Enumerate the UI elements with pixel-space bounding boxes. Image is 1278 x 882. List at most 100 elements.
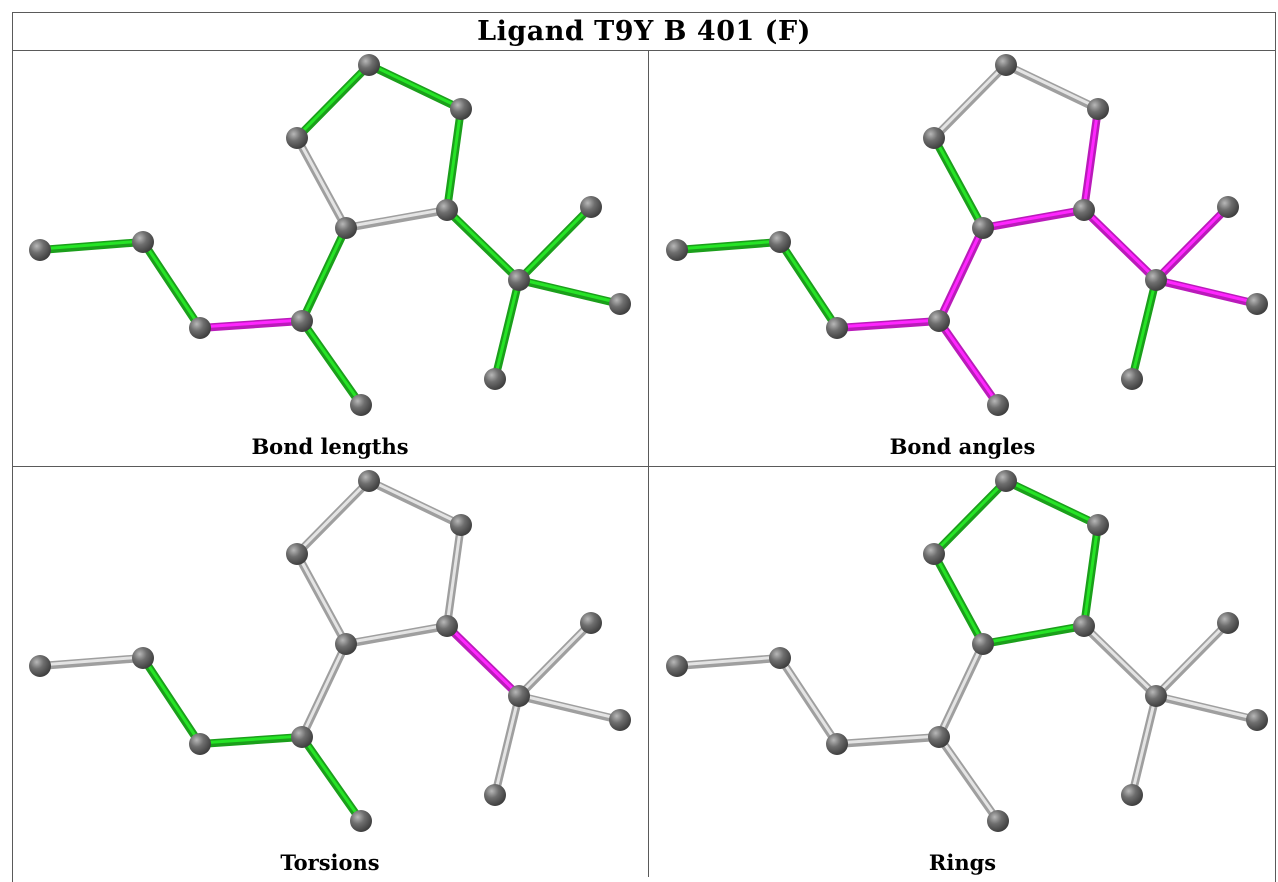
atom-0 [29, 239, 51, 261]
bond-3 [935, 733, 1002, 825]
atom-1 [769, 231, 791, 253]
atom-6 [923, 127, 945, 149]
bond-11 [1152, 619, 1232, 700]
bond-11 [515, 203, 595, 284]
atom-9 [436, 615, 458, 637]
atom-2 [189, 733, 211, 755]
bond-6 [293, 61, 373, 142]
bond-12 [1152, 276, 1261, 308]
caption-bond-angles: Bond angles [889, 434, 1036, 459]
bond-12 [1152, 692, 1261, 724]
row-divider [12, 466, 1276, 467]
atom-3 [291, 310, 313, 332]
bond-12 [515, 276, 624, 308]
bond-1 [776, 654, 841, 748]
bond-2 [833, 317, 943, 332]
bond-0 [673, 654, 784, 670]
bond-11 [515, 619, 595, 700]
atom-10 [508, 685, 530, 707]
atom-9 [1073, 615, 1095, 637]
bond-4 [298, 640, 350, 741]
bond-13 [1128, 692, 1160, 799]
bond-9 [342, 622, 451, 648]
bond-5 [293, 550, 350, 648]
bond-0 [36, 654, 147, 670]
atom-11 [580, 196, 602, 218]
bond-13 [491, 276, 523, 383]
atom-8 [450, 98, 472, 120]
bond-10 [443, 206, 523, 284]
atom-10 [1145, 269, 1167, 291]
atom-13 [484, 368, 506, 390]
bond-10 [443, 622, 523, 700]
bond-11 [1152, 203, 1232, 284]
bond-2 [196, 733, 306, 748]
bond-3 [298, 733, 365, 825]
column-divider [648, 50, 649, 877]
bond-8 [443, 521, 465, 630]
atom-2 [189, 317, 211, 339]
atom-2 [826, 317, 848, 339]
atom-12 [609, 709, 631, 731]
table-frame [12, 12, 1276, 882]
atom-6 [286, 543, 308, 565]
page-title: Ligand T9Y B 401 (F) [477, 16, 811, 47]
atom-8 [450, 514, 472, 536]
atom-7 [358, 54, 380, 76]
atom-7 [358, 470, 380, 492]
bond-12 [515, 692, 624, 724]
atom-4 [350, 394, 372, 416]
panel-rings-diagram [666, 470, 1268, 832]
bond-1 [139, 238, 204, 332]
bond-8 [443, 105, 465, 214]
atom-4 [987, 810, 1009, 832]
atom-6 [286, 127, 308, 149]
bond-7 [365, 61, 465, 113]
bond-3 [298, 317, 365, 409]
bond-7 [1002, 61, 1102, 113]
atom-12 [609, 293, 631, 315]
atom-2 [826, 733, 848, 755]
atom-1 [769, 647, 791, 669]
atom-9 [1073, 199, 1095, 221]
bond-7 [365, 477, 465, 529]
atom-10 [508, 269, 530, 291]
atom-5 [972, 633, 994, 655]
atom-9 [436, 199, 458, 221]
bond-1 [776, 238, 841, 332]
bond-0 [36, 238, 147, 254]
bond-9 [979, 622, 1088, 648]
atom-1 [132, 231, 154, 253]
panel-bond-lengths-diagram [29, 54, 631, 416]
bond-0 [673, 238, 784, 254]
atom-0 [666, 239, 688, 261]
bond-5 [930, 550, 987, 648]
atom-4 [350, 810, 372, 832]
atom-13 [1121, 368, 1143, 390]
bond-6 [930, 61, 1010, 142]
caption-bond-lengths: Bond lengths [251, 434, 409, 459]
atom-4 [987, 394, 1009, 416]
atom-8 [1087, 98, 1109, 120]
atom-11 [1217, 196, 1239, 218]
bond-9 [979, 206, 1088, 232]
atom-10 [1145, 685, 1167, 707]
bond-13 [491, 692, 523, 799]
bond-6 [293, 477, 373, 558]
bond-9 [342, 206, 451, 232]
bond-5 [930, 134, 987, 232]
atom-3 [291, 726, 313, 748]
panel-bond-angles-diagram [666, 54, 1268, 416]
atom-13 [484, 784, 506, 806]
atom-5 [335, 633, 357, 655]
title-divider [12, 50, 1276, 51]
atom-3 [928, 310, 950, 332]
bond-2 [196, 317, 306, 332]
atom-1 [132, 647, 154, 669]
bond-8 [1080, 105, 1102, 214]
atom-12 [1246, 293, 1268, 315]
atom-11 [580, 612, 602, 634]
bond-4 [935, 224, 987, 325]
atom-0 [29, 655, 51, 677]
bond-2 [833, 733, 943, 748]
